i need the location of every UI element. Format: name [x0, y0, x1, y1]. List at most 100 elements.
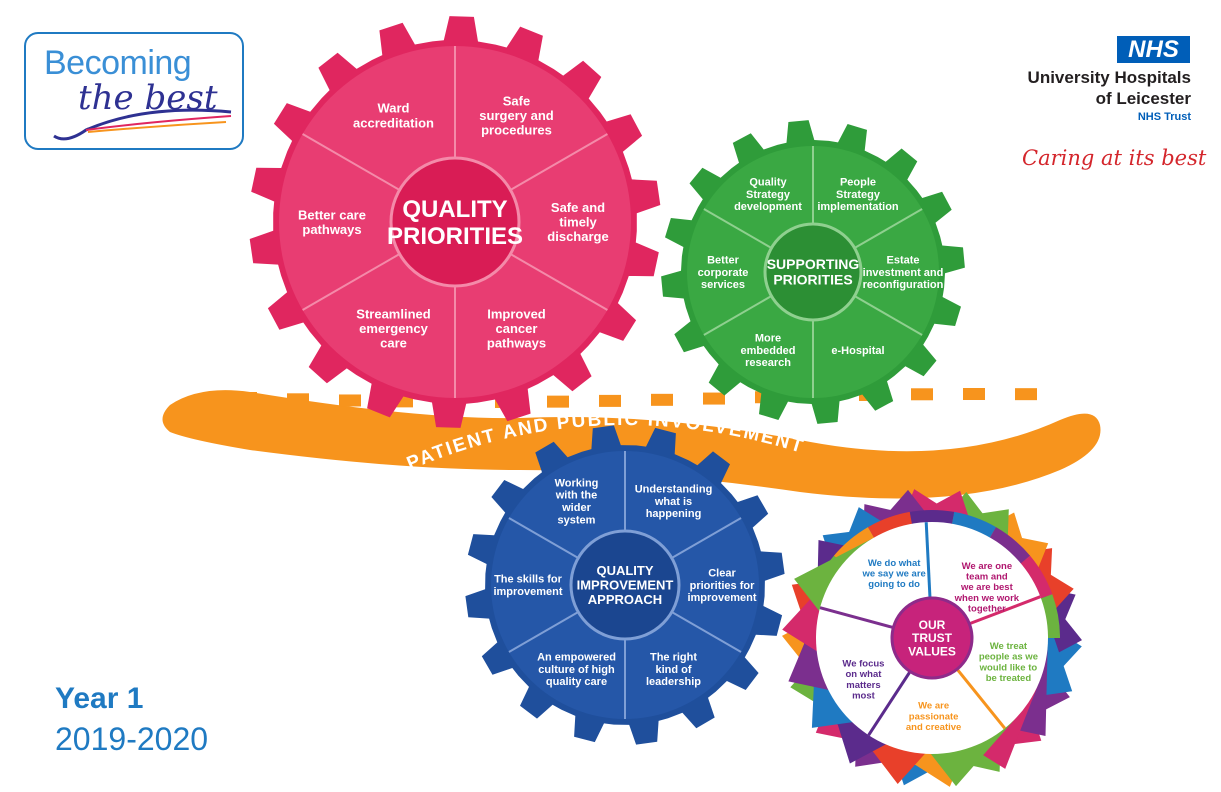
quality-priorities-gear-segment-line: Better care: [298, 207, 366, 222]
trust-values-segment-line: We focus: [842, 659, 884, 670]
quality-priorities-gear-segment-line: cancer: [496, 321, 538, 336]
quality-priorities-gear-segment-line: procedures: [481, 123, 552, 138]
quality-improvement-gear-segment-line: kind of: [655, 664, 691, 676]
supporting-priorities-gear-segment-line: development: [734, 201, 802, 213]
year-title: Year 1: [55, 682, 144, 715]
quality-priorities-gear-divider: [509, 133, 608, 191]
trust-values-segment-line: we say we are: [861, 569, 925, 580]
supporting-priorities-gear-segment-line: Strategy: [746, 189, 791, 201]
quality-improvement-gear-segment-line: Understanding: [635, 484, 713, 496]
supporting-priorities-gear-segment-line: corporate: [698, 267, 749, 279]
supporting-priorities-gear-segment-line: implementation: [817, 201, 899, 213]
quality-improvement-gear-segment-line: with the: [555, 490, 598, 502]
supporting-priorities-gear-divider: [854, 295, 923, 336]
involvement-band-tooth: [235, 392, 257, 404]
quality-priorities-gear-center-label-line: QUALITY: [402, 196, 507, 223]
involvement-band-tooth: [339, 394, 361, 407]
quality-improvement-gear-segment-line: what is: [654, 496, 692, 508]
quality-improvement-gear-segment-line: Working: [555, 477, 599, 489]
quality-priorities-gear-divider: [302, 253, 401, 311]
trust-values-hub: [890, 596, 974, 680]
trust-values-segment-line: most: [852, 691, 876, 702]
supporting-priorities-gear-segment-line: Estate: [886, 255, 919, 267]
quality-priorities-gear-segment-line: surgery and: [479, 108, 553, 123]
caring-tagline: Caring at its best: [1022, 146, 1207, 170]
trust-values-segment-line: on what: [846, 669, 883, 680]
supporting-priorities-gear-segment-line: e-Hospital: [831, 345, 884, 357]
trust-values-segment-line: passionate: [909, 711, 959, 722]
supporting-priorities-gear-segment-line: reconfiguration: [863, 279, 944, 291]
trust-values-center-label-line: TRUST: [912, 631, 953, 645]
involvement-band-tooth: [1015, 388, 1037, 401]
quality-improvement-gear-center-label-line: IMPROVEMENT: [577, 578, 674, 593]
quality-improvement-gear-divider: [508, 517, 579, 559]
quality-improvement-gear-divider: [671, 611, 742, 653]
trust-values-divider: [924, 522, 932, 599]
nhs-trust-label: NHS Trust: [1137, 111, 1191, 123]
trust-values-segment-line: when we work: [954, 593, 1020, 604]
involvement-band-tooth: [599, 394, 621, 407]
quality-improvement-gear-center-label-line: QUALITY: [596, 563, 653, 578]
quality-priorities-gear-center-label-line: PRIORITIES: [387, 223, 523, 250]
supporting-priorities-gear-segment: e-Hospital: [831, 345, 884, 357]
supporting-priorities-gear-segment-line: services: [701, 279, 745, 291]
quality-improvement-gear-segment-line: An empowered: [537, 652, 616, 664]
trust-values-divider: [867, 670, 912, 736]
trust-values-segment-line: together: [968, 604, 1006, 615]
quality-priorities-gear-segment-line: Safe and: [551, 200, 605, 215]
quality-improvement-gear-segment-line: happening: [646, 508, 702, 520]
org-name-line1: University Hospitals: [1027, 68, 1191, 87]
trust-values-divider: [819, 606, 894, 630]
logo-becoming-text: Becoming: [44, 44, 192, 82]
quality-priorities-gear-divider: [302, 133, 401, 191]
trust-values-segment-line: be treated: [986, 673, 1032, 684]
becoming-the-best-logo: Becoming the best: [24, 32, 244, 150]
supporting-priorities-gear-segment-line: People: [840, 177, 876, 189]
trust-values-segment-line: would like to: [979, 662, 1038, 673]
trust-values-segment-line: we are best: [960, 582, 1014, 593]
trust-values-segment-line: We treat: [990, 641, 1028, 652]
quality-improvement-gear-segment-line: The right: [650, 652, 697, 664]
trust-values-divider: [955, 668, 1006, 730]
quality-improvement-gear-divider: [671, 517, 742, 559]
trust-values-segment-line: We are one: [962, 561, 1013, 572]
year-range: 2019-2020: [55, 721, 209, 757]
supporting-priorities-gear-segment-line: Strategy: [836, 189, 881, 201]
quality-improvement-gear-center-label-line: APPROACH: [588, 592, 662, 607]
supporting-priorities-gear-segment-line: More: [755, 333, 781, 345]
quality-improvement-gear-divider: [508, 611, 579, 653]
involvement-band-tooth: [651, 393, 673, 406]
quality-priorities-gear-segment-line: Improved: [487, 307, 546, 322]
supporting-priorities-gear-segment-line: Quality: [749, 177, 787, 189]
involvement-band-tooth: [963, 388, 985, 401]
quality-improvement-gear-segment-line: leadership: [646, 676, 701, 688]
trust-values-segment-line: team and: [966, 572, 1008, 583]
quality-priorities-gear-segment-line: discharge: [547, 229, 608, 244]
involvement-band-tooth: [547, 395, 569, 408]
trust-values-segment-line: We do what: [868, 558, 921, 569]
supporting-priorities-gear-segment-line: Better: [707, 255, 740, 267]
trust-values-center-label-line: OUR: [919, 618, 946, 632]
involvement-band-body: [162, 390, 1101, 499]
